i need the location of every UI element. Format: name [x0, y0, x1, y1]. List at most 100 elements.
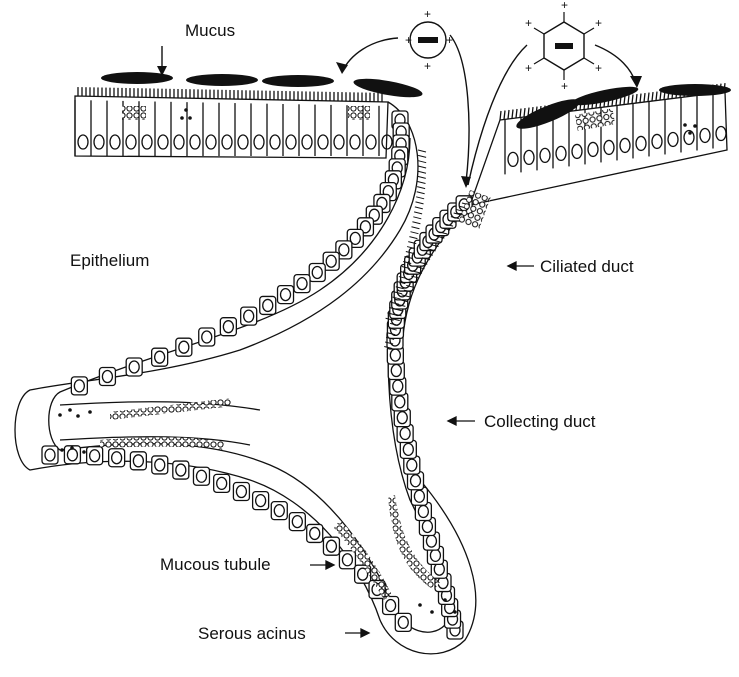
collecting-duct-label: Collecting duct [484, 413, 596, 430]
nucleus [407, 459, 417, 471]
cilium [418, 171, 426, 173]
cilium [500, 111, 501, 120]
cilium [520, 109, 521, 118]
cilium [656, 92, 657, 101]
granule-dot [70, 446, 74, 450]
plus-sign: + [424, 59, 431, 73]
cilium [410, 232, 418, 234]
granule-dot [60, 448, 64, 452]
nucleus [326, 540, 336, 552]
nucleus [390, 349, 400, 361]
cilium [418, 150, 426, 152]
nucleus [244, 310, 254, 322]
nucleus [422, 520, 432, 532]
nucleus [312, 266, 322, 278]
nucleus [129, 361, 139, 373]
nucleus [411, 475, 421, 487]
cilium [504, 111, 505, 120]
granule-dot [180, 116, 184, 120]
mucous-tubule-label: Mucous tubule [160, 556, 271, 573]
cilium [413, 217, 421, 219]
nucleus [196, 470, 206, 482]
nucleus [297, 278, 307, 290]
plus-sign: + [405, 33, 412, 47]
granule-dot [68, 408, 72, 412]
cilium [417, 182, 425, 184]
granule-dot [443, 598, 447, 602]
nucleus [391, 365, 401, 377]
plus-sign: + [595, 16, 602, 30]
ciliated-duct-label: Ciliated duct [540, 258, 634, 275]
nucleus [176, 464, 186, 476]
plus-sign: + [424, 7, 431, 21]
cilium [512, 110, 513, 119]
cilium [412, 222, 420, 224]
granule-dot [76, 414, 80, 418]
cilium [660, 91, 661, 100]
nucleus [326, 255, 336, 267]
granule-dot [688, 131, 692, 135]
cilium [508, 110, 509, 119]
nucleus [263, 299, 273, 311]
nucleus [310, 527, 320, 539]
nucleus [400, 428, 410, 440]
charged-molecule-icon [410, 22, 446, 58]
nucleus [74, 380, 84, 392]
nucleus [90, 450, 100, 462]
nucleus [398, 616, 408, 628]
granule-dot [453, 610, 457, 614]
cilium [524, 108, 525, 117]
serous-acinus-label: Serous acinus [198, 625, 306, 642]
nucleus [102, 371, 112, 383]
nucleus [217, 477, 227, 489]
granule-dot [430, 610, 434, 614]
cilium [652, 92, 653, 101]
epithelium-label: Epithelium [70, 252, 149, 269]
nucleus [133, 455, 143, 467]
nucleus [393, 380, 403, 392]
nucleus [339, 244, 349, 256]
granule-dot [58, 413, 62, 417]
nucleus [281, 289, 291, 301]
granule-dot [184, 108, 188, 112]
nucleus [202, 331, 212, 343]
granule-dot [188, 116, 192, 120]
nucleus [292, 516, 302, 528]
nucleus [274, 505, 284, 517]
cilium [411, 227, 419, 229]
cilium [632, 95, 633, 104]
cilium [628, 95, 629, 104]
nucleus [395, 396, 405, 408]
nucleus [430, 549, 440, 561]
cilium [418, 155, 426, 157]
nucleus [342, 554, 352, 566]
cilium [644, 93, 645, 102]
nucleus [414, 490, 424, 502]
cilium [418, 161, 426, 163]
granule-dot [82, 450, 86, 454]
cilium [418, 166, 426, 168]
nucleus [236, 486, 246, 498]
cilium [640, 94, 641, 103]
cilium [409, 237, 417, 239]
nucleus [179, 341, 189, 353]
plus-sign: + [561, 79, 568, 93]
cilium [636, 94, 637, 103]
nucleus [223, 321, 233, 333]
granule-dot [88, 410, 92, 414]
cilium [414, 212, 422, 214]
nucleus [397, 412, 407, 424]
surface-epithelium-left [75, 87, 392, 158]
nucleus [45, 449, 55, 461]
plus-sign: + [446, 33, 453, 47]
cilium [417, 187, 425, 189]
cilium [415, 207, 423, 209]
plus-sign: + [525, 16, 532, 30]
cilium [516, 109, 517, 118]
hexagonal-molecule-icon [534, 12, 594, 80]
cilium [648, 93, 649, 102]
nucleus [403, 443, 413, 455]
nucleus [155, 459, 165, 471]
